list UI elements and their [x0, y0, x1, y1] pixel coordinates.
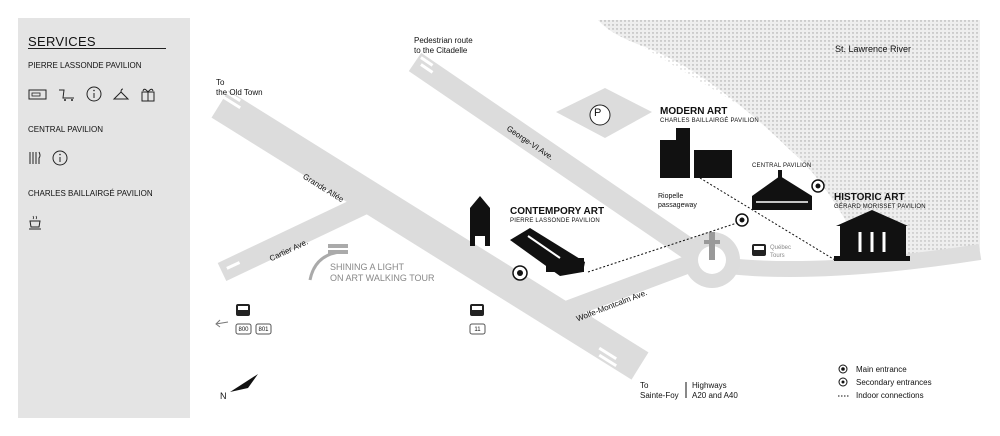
services-panel: SERVICES PIERRE LASSONDE PAVILION CENTRA…: [18, 18, 190, 418]
walking-tour-icon: [328, 244, 348, 248]
legend-main-entrance: Main entrance: [856, 365, 907, 374]
pavilion-lassonde-heading: PIERRE LASSONDE PAVILION: [28, 61, 142, 70]
bus-route-801: 801: [258, 327, 269, 333]
baillairge-services-icons: [28, 214, 44, 230]
pedestrian-route-label: Pedestrian route to the Citadelle: [414, 36, 473, 55]
parking-icon: [589, 104, 611, 126]
secondary-entrance-marker: [811, 179, 825, 193]
statue-icon: [704, 232, 720, 260]
old-town-label: To the Old Town: [216, 78, 263, 97]
restaurant-icon: [29, 151, 41, 164]
services-divider: [28, 48, 166, 49]
bus-route-800: 800: [238, 327, 249, 333]
cafe-icon: [29, 215, 41, 230]
parking-label: P: [594, 107, 602, 119]
info-icon: [52, 150, 68, 166]
highways-label: Highways A20 and A40: [692, 381, 738, 400]
walking-tour-label: SHINING A LIGHT ON ART WALKING TOUR: [330, 262, 435, 283]
central-pavilion-building: [752, 170, 812, 210]
cartier-road: [217, 188, 383, 282]
contemporary-pavilion-building: [470, 196, 585, 276]
wolfe-montcalm-road: [541, 251, 704, 327]
legend-main-entrance-icon: [838, 364, 848, 374]
modern-art-title: MODERN ART: [660, 106, 728, 117]
modern-pavilion-building: [660, 128, 732, 178]
north-label: N: [220, 391, 227, 401]
river-label: St. Lawrence River: [835, 44, 912, 54]
gift-icon: [141, 88, 155, 102]
crosswalks: [222, 56, 618, 367]
ticket-icon: [28, 89, 47, 100]
pavilion-baillairge-heading: CHARLES BAILLAIRGÉ PAVILION: [28, 189, 153, 198]
george-vi-road: [408, 52, 712, 270]
contemporary-art-subtitle: PIERRE LASSONDE PAVILION: [510, 218, 600, 224]
coat-check-icon: [112, 88, 130, 100]
info-icon: [86, 86, 102, 102]
north-arrow-icon: [230, 374, 258, 392]
secondary-entrance-marker: [735, 213, 749, 227]
lassonde-services-icons: [28, 86, 156, 102]
legend-secondary-entrances: Secondary entrances: [856, 378, 932, 387]
services-title: SERVICES: [28, 34, 96, 49]
bus-route-badges: [235, 323, 486, 335]
modern-art-subtitle: CHARLES BAILLAIRGÉ PAVILION: [660, 118, 759, 124]
indoor-connections: [587, 177, 836, 273]
legend-indoor-connections: Indoor connections: [856, 391, 924, 400]
riopelle-passageway-label: Riopelle passageway: [658, 193, 697, 209]
shop-icon: [59, 89, 74, 101]
bus-route-11: 11: [474, 327, 481, 333]
quebec-tours-label: Québec Tours: [770, 245, 792, 259]
historic-art-subtitle: GÉRARD MORISSET PAVILION: [834, 204, 926, 210]
central-pavilion-label: CENTRAL PAVILION: [752, 163, 812, 169]
west-arrow: [215, 321, 229, 325]
sainte-foy-label: To Sainte-Foy: [640, 381, 679, 400]
pavilion-central-heading: CENTRAL PAVILION: [28, 125, 103, 134]
contemporary-art-title: CONTEMPORY ART: [510, 206, 605, 217]
main-entrance-marker: [512, 265, 528, 281]
historic-art-title: HISTORIC ART: [834, 192, 905, 203]
legend-secondary-entrance-icon: [838, 377, 848, 387]
central-services-icons: [28, 150, 68, 166]
grande-allee-road: [211, 90, 649, 380]
